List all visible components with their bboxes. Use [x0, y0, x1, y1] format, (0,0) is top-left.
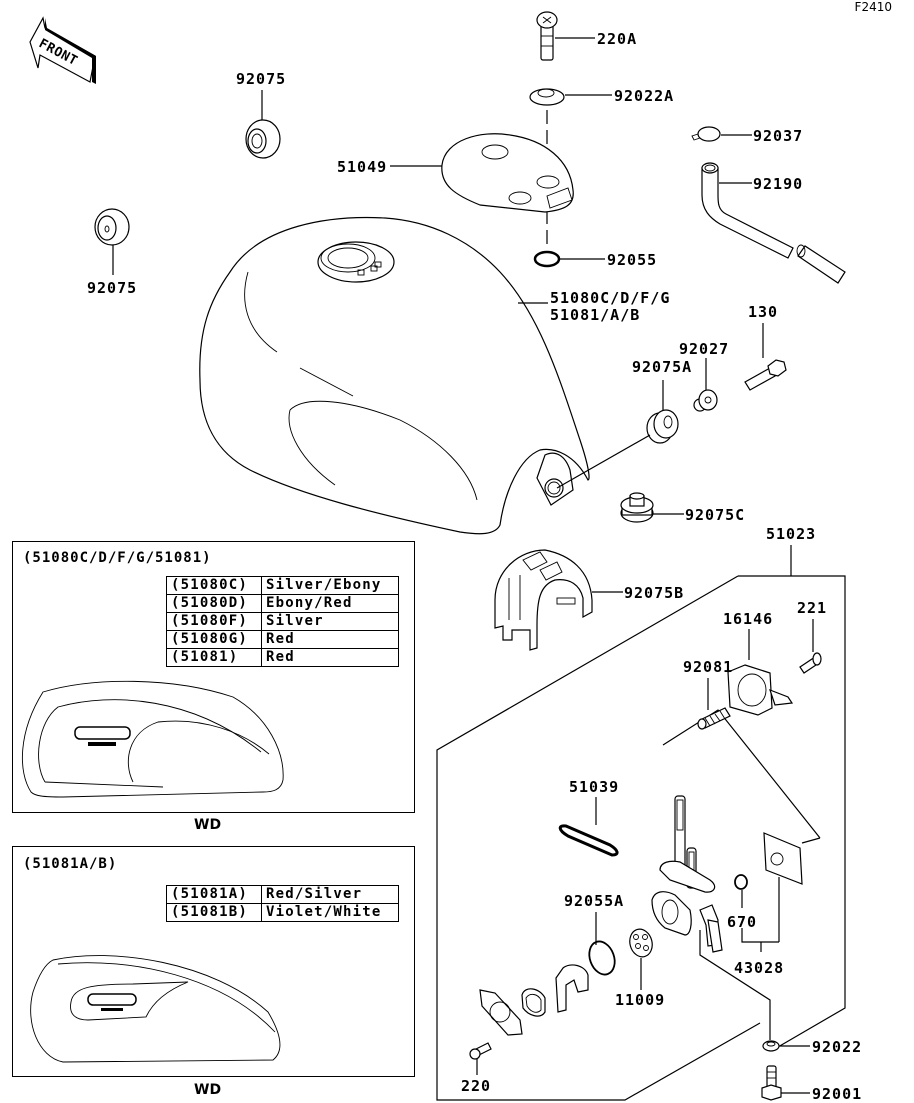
- label-92037: 92037: [753, 127, 803, 145]
- label-130: 130: [748, 303, 778, 321]
- panel-2-caption: WD: [194, 1082, 222, 1098]
- label-220: 220: [461, 1077, 491, 1095]
- label-16146: 16146: [723, 610, 773, 628]
- part-code: (51080G): [166, 630, 262, 649]
- grommet-92075A: [556, 380, 679, 489]
- strainer-11009: [629, 928, 653, 990]
- label-92081: 92081: [683, 658, 733, 676]
- o-ring-670: [734, 874, 748, 908]
- table-row: (51081)Red: [166, 648, 399, 667]
- spring-92081: [697, 678, 731, 730]
- part-code: (51080D): [166, 594, 262, 613]
- color-name: Silver: [261, 612, 399, 631]
- part-code: (51081): [166, 648, 262, 667]
- tank-decal-illustration-2: [30, 955, 281, 1063]
- tap-lever: [555, 964, 589, 1013]
- front-arrow-icon: FRONT: [29, 16, 96, 84]
- label-92190: 92190: [753, 175, 803, 193]
- color-variant-panel-2: (51081A/B) (51081A)Red/Silver (51081B)Vi…: [12, 846, 415, 1077]
- label-92055A: 92055A: [564, 892, 624, 910]
- plate-43028: [741, 832, 803, 952]
- grommet-92075-top: [245, 90, 281, 159]
- screw-221: [799, 619, 822, 674]
- figure-id: F2410: [854, 0, 892, 14]
- table-row: (51080G)Red: [166, 630, 399, 649]
- label-43028: 43028: [734, 959, 784, 977]
- screw-220: [469, 1042, 492, 1075]
- label-221: 221: [797, 599, 827, 617]
- color-name: Violet/White: [261, 903, 399, 922]
- color-table-2: (51081A)Red/Silver (51081B)Violet/White: [166, 885, 399, 922]
- label-92022A: 92022A: [614, 87, 674, 105]
- label-92075B: 92075B: [624, 584, 684, 602]
- color-name: Red/Silver: [261, 885, 399, 904]
- color-name: Red: [261, 648, 399, 667]
- panel-1-title: (51080C/D/F/G/51081): [23, 550, 212, 566]
- label-51081: 51081/A/B: [550, 306, 640, 324]
- label-51039: 51039: [569, 778, 619, 796]
- table-row: (51080C)Silver/Ebony: [166, 576, 399, 595]
- color-name: Silver/Ebony: [261, 576, 399, 595]
- assembly-51023-boundary: [436, 545, 846, 1101]
- label-92022: 92022: [812, 1038, 862, 1056]
- table-row: (51080D)Ebony/Red: [166, 594, 399, 613]
- collar-92027: [693, 358, 718, 412]
- washer-92022A: [529, 88, 612, 106]
- color-name: Ebony/Red: [261, 594, 399, 613]
- label-92055: 92055: [607, 251, 657, 269]
- part-code: (51081B): [166, 903, 262, 922]
- color-name: Red: [261, 630, 399, 649]
- label-670: 670: [727, 913, 757, 931]
- hose-92190: [701, 162, 846, 284]
- fuel-tank: [199, 216, 590, 535]
- panel-1-caption: WD: [194, 817, 222, 833]
- tap-gasket: [521, 988, 546, 1017]
- o-ring-92055: [533, 250, 605, 268]
- cushion-92075B: [494, 549, 623, 651]
- tank-decal-illustration-1: [22, 680, 284, 798]
- label-92027: 92027: [679, 340, 729, 358]
- part-code: (51080C): [166, 576, 262, 595]
- cover-16146: [727, 629, 794, 716]
- cover-plate-51049: [390, 133, 574, 213]
- label-92075-left: 92075: [87, 279, 137, 297]
- grommet-92075-left: [94, 208, 130, 275]
- table-row: (51081B)Violet/White: [166, 903, 399, 922]
- screw-220A: [536, 11, 595, 61]
- fuel-tap-body: [651, 795, 771, 1040]
- label-51023: 51023: [766, 525, 816, 543]
- tap-mounting-plate: [479, 989, 523, 1036]
- table-row: (51081A)Red/Silver: [166, 885, 399, 904]
- bolt-92001: [761, 1065, 810, 1101]
- o-ring-92055A: [588, 912, 616, 976]
- grommet-92075C: [620, 492, 684, 523]
- clamp-92037: [691, 126, 752, 142]
- panel-2-title: (51081A/B): [23, 856, 118, 872]
- label-11009: 11009: [615, 991, 665, 1009]
- label-92001: 92001: [812, 1085, 862, 1103]
- label-51080: 51080C/D/F/G: [550, 289, 670, 307]
- color-table-1: (51080C)Silver/Ebony (51080D)Ebony/Red (…: [166, 576, 399, 667]
- part-code: (51081A): [166, 885, 262, 904]
- color-variant-panel-1: (51080C/D/F/G/51081) (51080C)Silver/Ebon…: [12, 541, 415, 813]
- part-code: (51080F): [166, 612, 262, 631]
- washer-92022: [762, 1040, 810, 1052]
- gasket-51039: [558, 797, 619, 857]
- table-row: (51080F)Silver: [166, 612, 399, 631]
- label-220A: 220A: [597, 30, 637, 48]
- label-92075-top: 92075: [236, 70, 286, 88]
- label-92075A: 92075A: [632, 358, 692, 376]
- bolt-130: [744, 323, 787, 391]
- label-51049: 51049: [337, 158, 387, 176]
- label-92075C: 92075C: [685, 506, 745, 524]
